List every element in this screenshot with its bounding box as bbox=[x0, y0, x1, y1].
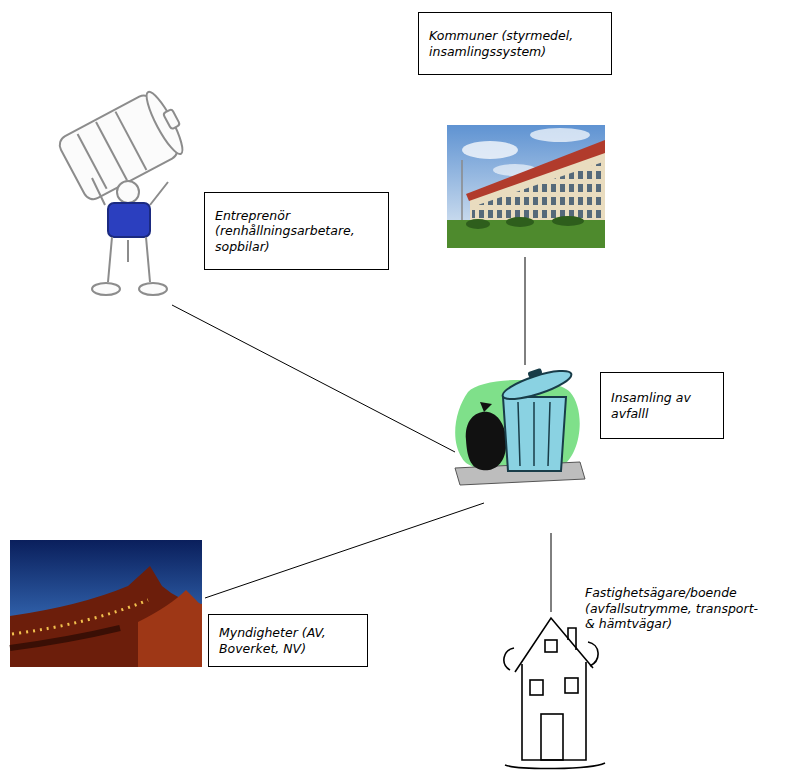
roof-photo-part bbox=[138, 590, 202, 667]
trash-can-icon-part bbox=[518, 402, 550, 466]
building-photo-part bbox=[461, 160, 463, 226]
label-box: Kommuner (styrmedel, insamlingssystem) bbox=[418, 12, 612, 75]
building-photo-part bbox=[506, 217, 534, 227]
house-drawing-part bbox=[565, 678, 578, 693]
garbage-collector-drawing-part bbox=[56, 86, 192, 203]
garbage-collector-drawing-part bbox=[139, 283, 167, 295]
house-drawing-part bbox=[505, 763, 605, 769]
trash-can-icon-part bbox=[466, 412, 506, 471]
garbage-collector-drawing-part bbox=[108, 237, 150, 282]
trash-can-icon-part bbox=[527, 368, 542, 378]
garbage-collector-drawing bbox=[56, 86, 192, 295]
garbage-collector-drawing-part bbox=[92, 178, 168, 205]
garbage-collector-drawing-part bbox=[117, 181, 139, 203]
house-drawing bbox=[504, 618, 605, 769]
roof-photo-part bbox=[10, 566, 202, 667]
building-photo-part bbox=[466, 219, 490, 229]
house-drawing-part bbox=[515, 618, 593, 672]
building-photo-part bbox=[530, 128, 590, 142]
label-box: Entreprenör (renhållningsarbetare, sopbi… bbox=[204, 192, 389, 270]
house-drawing-part bbox=[545, 640, 557, 652]
node-group: Myndigheter (AV, Boverket, NV) bbox=[10, 540, 368, 667]
node-text: Insamling av avfalll bbox=[611, 390, 713, 421]
connector-line bbox=[551, 533, 552, 612]
node-text: Myndigheter (AV, Boverket, NV) bbox=[219, 625, 357, 656]
building-photo-part bbox=[447, 125, 605, 248]
house-drawing-part bbox=[522, 662, 586, 760]
garbage-collector-drawing-part bbox=[108, 203, 150, 237]
connector-line bbox=[172, 305, 455, 452]
roof-photo-part bbox=[10, 628, 120, 648]
garbage-collector-drawing-part-part bbox=[141, 88, 188, 157]
node-text: Fastighetsägare/boende (avfallsutrymme, … bbox=[585, 585, 765, 632]
label-box: Myndigheter (AV, Boverket, NV) bbox=[208, 614, 368, 667]
building-photo-part bbox=[552, 216, 584, 226]
connector-line bbox=[205, 503, 484, 598]
garbage-collector-drawing-part-part bbox=[78, 134, 107, 189]
node-text: Entreprenör (renhållningsarbetare, sopbi… bbox=[215, 208, 378, 255]
garbage-collector-drawing-part-part bbox=[96, 122, 127, 180]
building-photo bbox=[447, 125, 605, 248]
label-text: Fastighetsägare/boende (avfallsutrymme, … bbox=[585, 585, 765, 645]
garbage-collector-drawing-part-part bbox=[163, 109, 180, 130]
trash-can-icon-part bbox=[500, 365, 574, 404]
house-drawing-part bbox=[504, 642, 598, 670]
node-group: Kommuner (styrmedel, insamlingssystem) bbox=[418, 12, 612, 248]
node-group: Entreprenör (renhållningsarbetare, sopbi… bbox=[50, 95, 390, 305]
garbage-collector-drawing-part-part bbox=[115, 112, 146, 170]
garbage-collector-drawing-part bbox=[92, 283, 120, 295]
label-box: Insamling av avfalll bbox=[600, 372, 724, 439]
house-drawing-part bbox=[530, 680, 543, 695]
node-group: Fastighetsägare/boende (avfallsutrymme, … bbox=[497, 585, 767, 770]
node-text: Kommuner (styrmedel, insamlingssystem) bbox=[429, 28, 601, 59]
building-photo-part bbox=[466, 140, 605, 201]
roof-photo-part bbox=[10, 540, 202, 667]
trash-can-icon bbox=[455, 365, 585, 485]
trash-can-icon-part bbox=[503, 397, 566, 471]
house-drawing-part bbox=[541, 714, 563, 760]
connector-line bbox=[525, 257, 526, 365]
trash-can-icon-part bbox=[480, 402, 492, 412]
house-drawing-part bbox=[568, 628, 576, 650]
node-group: Insamling av avfalll bbox=[445, 360, 724, 505]
building-photo-part bbox=[462, 141, 518, 159]
roof-photo-part bbox=[12, 600, 148, 634]
roof-photo bbox=[10, 540, 202, 667]
